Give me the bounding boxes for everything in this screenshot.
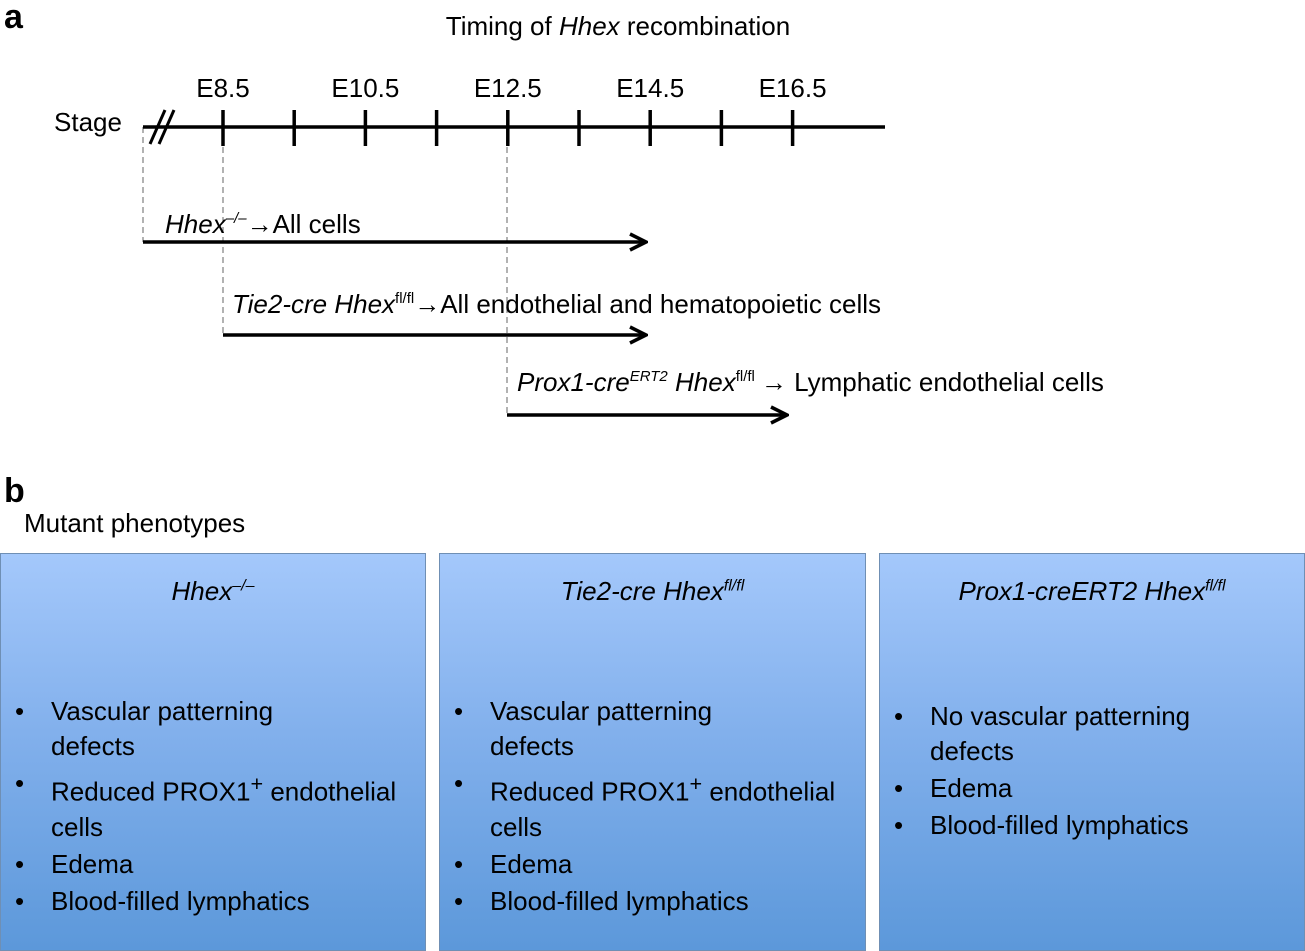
timeline-diagram: Timing of Hhex recombination Stage E8.5 E… <box>54 11 1104 470</box>
list-item: No vascular patterning defects <box>880 699 1304 769</box>
phenotype-list: Vascular patterning defects Reduced PROX… <box>440 694 865 921</box>
box-title: Prox1-creERT2 Hhexfl/fl <box>958 576 1226 606</box>
stage-label: Stage <box>54 107 122 137</box>
stage-tick-label: E12.5 <box>474 73 542 103</box>
axis-break-mark <box>157 109 176 145</box>
panel-b-label: b <box>4 472 25 510</box>
stage-tick-label: E10.5 <box>331 73 399 103</box>
list-item: Reduced PROX1+ endothelial cells <box>440 766 865 845</box>
phenotypes-title: Mutant phenotypes <box>24 508 246 538</box>
line-2-label: Tie2-cre Hhexfl/fl→All endothelial and h… <box>232 289 881 319</box>
stage-tick-label: E16.5 <box>759 73 827 103</box>
list-item: Vascular patterning defects <box>1 694 425 764</box>
box-title: Tie2-cre Hhexfl/fl <box>560 576 745 606</box>
phenotype-box-prox1-cre: Prox1-creERT2 Hhexfl/fl No vascular patt… <box>879 553 1305 951</box>
axis-break-mark <box>148 109 167 145</box>
phenotype-list: No vascular patterning defects Edema Blo… <box>880 699 1304 845</box>
stage-tick-label: E14.5 <box>616 73 684 103</box>
line-1-label: Hhex–/–→All cells <box>165 209 361 239</box>
list-item: Edema <box>440 847 865 882</box>
list-item: Vascular patterning defects <box>440 694 865 764</box>
list-item: Blood-filled lymphatics <box>440 884 865 919</box>
list-item: Blood-filled lymphatics <box>1 884 425 919</box>
phenotype-box-hhex-null: Hhex–/– Vascular patterning defects Redu… <box>0 553 426 951</box>
list-item: Reduced PROX1+ endothelial cells <box>1 766 425 845</box>
panel-a-label: a <box>4 0 23 36</box>
line-3-label: Prox1-creERT2 Hhexfl/fl→ Lymphatic endot… <box>517 367 1104 397</box>
stage-tick-label: E8.5 <box>196 73 250 103</box>
list-item: Edema <box>880 771 1304 806</box>
box-title: Hhex–/– <box>171 576 255 606</box>
diagram-title: Timing of Hhex recombination <box>446 11 790 41</box>
phenotype-box-tie2-cre: Tie2-cre Hhexfl/fl Vascular patterning d… <box>439 553 866 951</box>
list-item: Blood-filled lymphatics <box>880 808 1304 843</box>
phenotype-list: Vascular patterning defects Reduced PROX… <box>1 694 425 921</box>
list-item: Edema <box>1 847 425 882</box>
